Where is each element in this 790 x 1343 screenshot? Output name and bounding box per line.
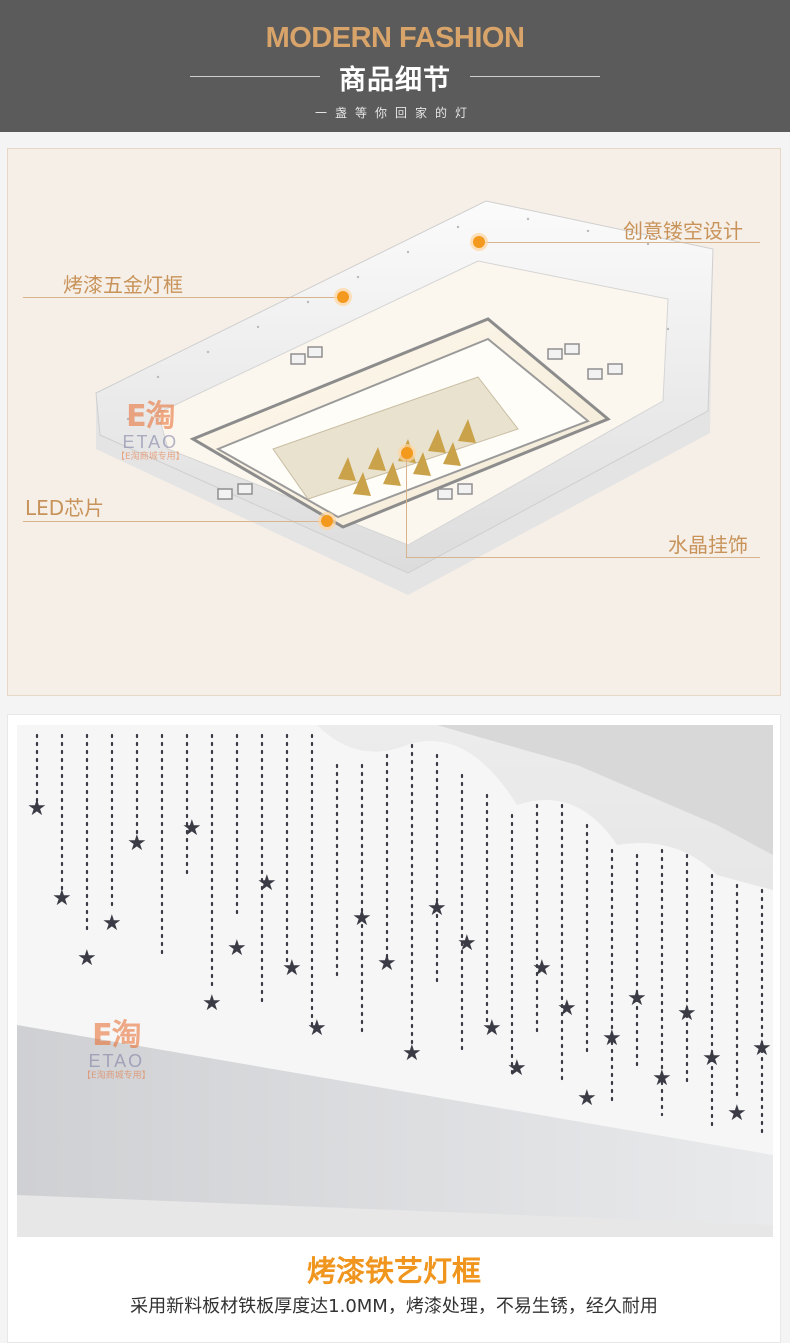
etao-watermark-2: E淘 ETAO 【E淘商城专用】 [82,1020,151,1082]
watermark-en: ETAO [122,432,179,452]
svg-text:★: ★ [377,951,397,976]
perforated-frame-pattern: ★ ★ ★ ★ ★ ★ ★ ★ ★ ★ ★ ★ ★ ★ ★ ★ ★ ★ ★ ★ [17,725,773,1237]
callout-led-label: LED芯片 [25,496,105,520]
svg-text:★: ★ [602,1026,622,1051]
header-tagline: 一盏等你回家的灯 [314,106,475,120]
crystal-ornament [272,376,519,500]
svg-text:★: ★ [257,871,277,896]
header-title-cn: 商品细节 [339,65,451,96]
svg-text:★: ★ [677,1001,697,1026]
product-detail-panel: E淘 ETAO 【E淘商城专用】 烤漆五金灯框 创意镂空设计 LED芯片 水晶挂… [7,148,781,696]
svg-text:★: ★ [652,1066,672,1091]
svg-text:★: ★ [182,816,202,841]
watermark-en-2: ETAO [88,1051,145,1071]
callout-frame-dot [337,291,349,303]
svg-text:★: ★ [482,1016,502,1041]
watermark-sub: 【E淘商城专用】 [116,452,185,462]
svg-text:★: ★ [202,991,222,1016]
frame-section-description: 采用新料板材铁板厚度达1.0MM，烤漆处理，不易生锈，经久耐用 [130,1296,658,1317]
header-banner: MODERN FASHION 商品细节 一盏等你回家的灯 [0,0,790,132]
frame-closeup-panel: ★ ★ ★ ★ ★ ★ ★ ★ ★ ★ ★ ★ ★ ★ ★ ★ ★ ★ ★ ★ [7,714,781,1343]
callout-hollow-dot [473,236,485,248]
callout-crystal-label: 水晶挂饰 [668,533,748,557]
svg-text:★: ★ [532,956,552,981]
callout-frame-label: 烤漆五金灯框 [63,273,183,297]
svg-text:★: ★ [77,946,97,971]
svg-text:★: ★ [507,1056,527,1081]
header-rule-left [190,76,320,77]
etao-watermark: E淘 ETAO 【E淘商城专用】 [116,401,185,463]
callout-led-line [23,521,323,522]
callout-crystal-vline [406,459,407,557]
watermark-cn-2: E淘 [92,1018,141,1053]
callout-hollow-line [478,242,760,243]
callout-hollow-label: 创意镂空设计 [623,219,743,243]
frame-closeup-photo: ★ ★ ★ ★ ★ ★ ★ ★ ★ ★ ★ ★ ★ ★ ★ ★ ★ ★ ★ ★ [17,725,773,1237]
svg-text:★: ★ [307,1016,327,1041]
svg-text:★: ★ [27,796,47,821]
svg-text:★: ★ [627,986,647,1011]
callout-crystal-line [406,557,760,558]
watermark-cn: E淘 [126,399,175,434]
svg-text:★: ★ [427,896,447,921]
header-title-en: MODERN FASHION [265,22,525,54]
svg-text:★: ★ [752,1036,772,1061]
svg-text:★: ★ [52,886,72,911]
svg-text:★: ★ [127,831,147,856]
svg-text:★: ★ [227,936,247,961]
frame-section-heading: 烤漆铁艺灯框 [306,1254,481,1288]
svg-text:★: ★ [727,1101,747,1126]
callout-led-dot [321,515,333,527]
svg-text:★: ★ [402,1041,422,1066]
callout-crystal-dot [401,447,413,459]
header-rule-right [470,76,600,77]
watermark-sub-2: 【E淘商城专用】 [82,1071,151,1081]
svg-text:★: ★ [282,956,302,981]
svg-text:★: ★ [577,1086,597,1111]
svg-text:★: ★ [557,996,577,1021]
svg-text:★: ★ [702,1046,722,1071]
svg-text:★: ★ [352,906,372,931]
ceiling-lamp-illustration [95,200,714,595]
callout-frame-line [23,297,343,298]
svg-text:★: ★ [102,911,122,936]
svg-text:★: ★ [457,931,477,956]
